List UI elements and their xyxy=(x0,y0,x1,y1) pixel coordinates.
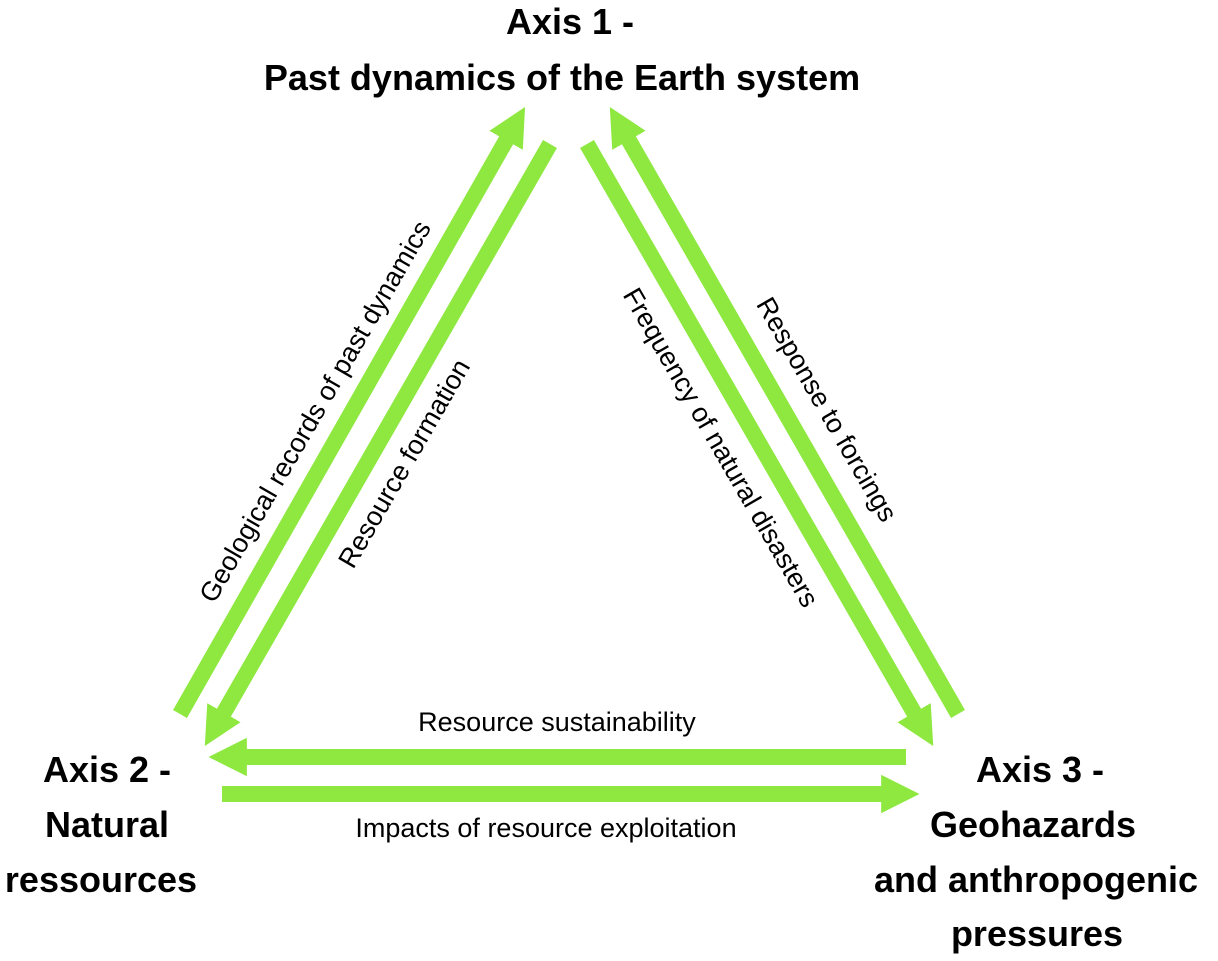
arrows xyxy=(173,106,965,814)
axis1-title-line1: Axis 1 - xyxy=(506,1,634,42)
node-axis1: Axis 1 - Past dynamics of the Earth syst… xyxy=(264,1,860,98)
arrow-axis1-to-axis2 xyxy=(204,140,557,746)
arrow-axis3-to-axis1 xyxy=(609,107,965,718)
axis3-title-line2: Geohazards xyxy=(930,804,1136,845)
arrow-axis2-to-axis1 xyxy=(173,106,526,718)
axis3-title-line1: Axis 3 - xyxy=(976,749,1104,790)
axis2-title-line2: Natural xyxy=(45,804,169,845)
axis3-title-line3: and anthropogenic xyxy=(874,859,1198,900)
label-resource-sustainability: Resource sustainability xyxy=(418,707,696,737)
axis2-title-line1: Axis 2 - xyxy=(43,749,171,790)
axis1-title-line2: Past dynamics of the Earth system xyxy=(264,57,860,98)
arrow-axis1-to-axis3 xyxy=(580,140,934,746)
label-impacts-exploitation: Impacts of resource exploitation xyxy=(355,813,736,843)
node-axis3: Axis 3 - Geohazards and anthropogenic pr… xyxy=(874,749,1198,954)
node-axis2: Axis 2 - Natural ressources xyxy=(5,749,197,900)
axis2-title-line3: ressources xyxy=(5,859,197,900)
axis3-title-line4: pressures xyxy=(951,913,1123,954)
